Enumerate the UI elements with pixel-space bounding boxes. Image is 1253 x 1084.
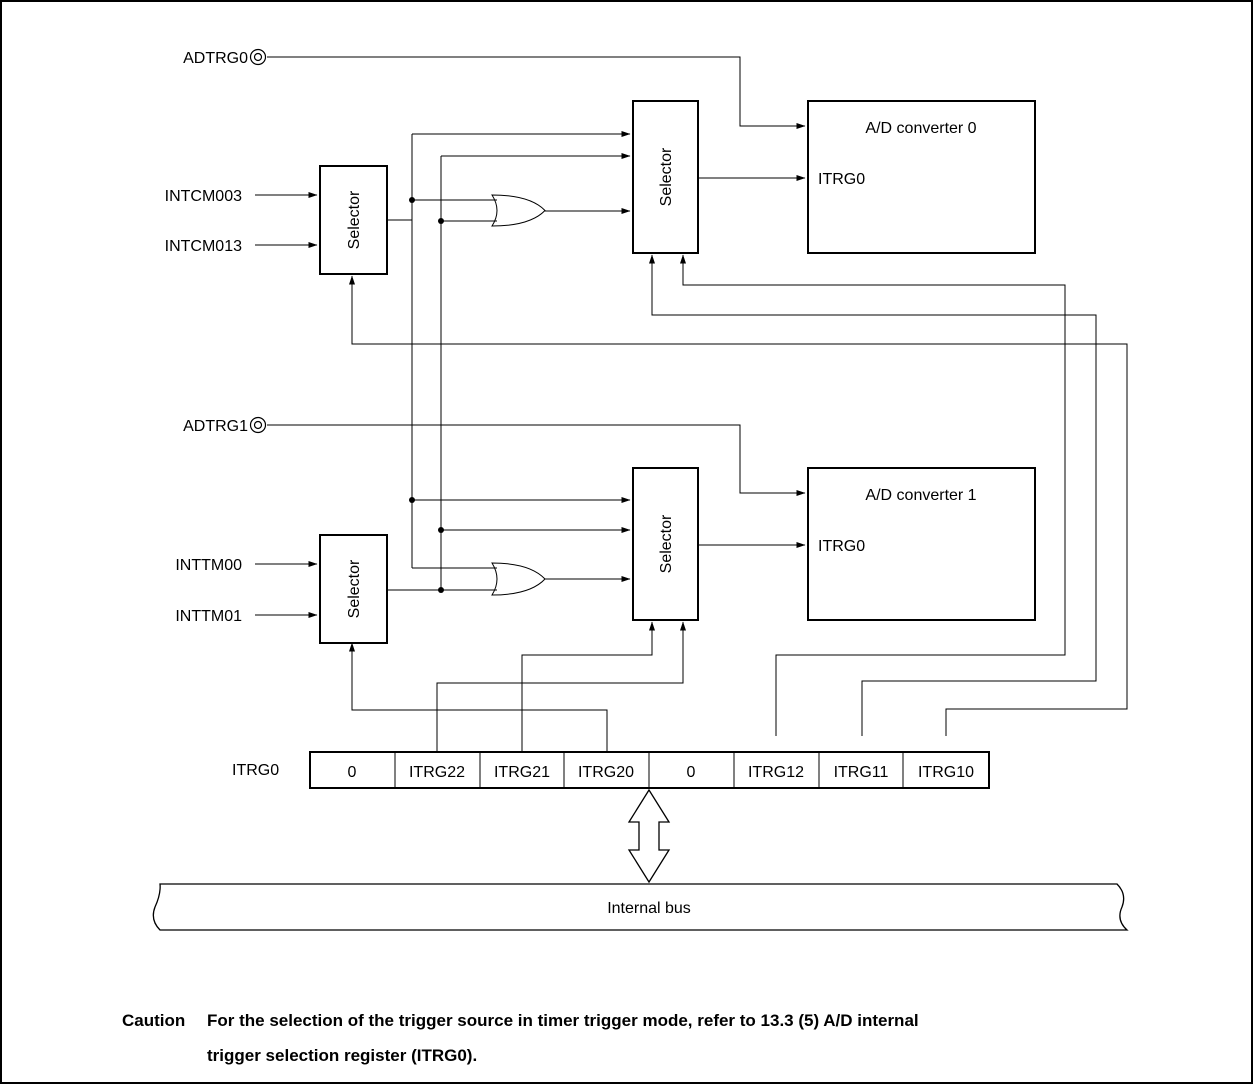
- selector-4-box: [632, 467, 699, 621]
- caution-tag: Caution: [122, 1011, 186, 1030]
- converter-0-title: A/D converter 0: [865, 120, 976, 137]
- adtrg0-pin-icon: [249, 48, 267, 66]
- inttm01-label: INTTM01: [175, 608, 242, 625]
- inttm00-label: INTTM00: [175, 557, 242, 574]
- adtrg1-pin-icon: [249, 416, 267, 434]
- converter-1-title: A/D converter 1: [865, 487, 976, 504]
- internal-bus-label: Internal bus: [607, 900, 691, 917]
- converter-1-port: ITRG0: [818, 538, 865, 555]
- itrg11-wire: [649, 254, 1097, 736]
- converter-1-box: [807, 467, 1036, 621]
- or-gate-top: [491, 194, 546, 227]
- selector-1-label: Selector: [346, 190, 363, 249]
- adtrg0-label: ADTRG0: [183, 50, 248, 67]
- itrg20-wire: [349, 642, 608, 752]
- register-bit-6: ITRG22: [409, 764, 465, 781]
- register-bit-4: ITRG20: [578, 764, 634, 781]
- itrg22-wire: [436, 621, 686, 752]
- selector-4-label: Selector: [658, 514, 675, 573]
- register-bit-5: ITRG21: [494, 764, 550, 781]
- sel1-output-line: [388, 200, 413, 221]
- register-bit-1: ITRG11: [834, 764, 889, 781]
- adtrg0-line: [267, 56, 806, 129]
- bidirectional-arrow-icon: [627, 788, 671, 884]
- caution-line-2: trigger selection register (ITRG0).: [207, 1046, 478, 1065]
- caution-note: Caution For the selection of the trigger …: [122, 1003, 1242, 1073]
- or-gate-bottom: [491, 562, 546, 596]
- register-bit-7: 0: [348, 764, 357, 781]
- itrg12-wire: [680, 254, 1066, 736]
- adtrg1-line: [267, 424, 806, 496]
- junction-dots: [409, 197, 444, 593]
- adtrg1-label: ADTRG1: [183, 418, 248, 435]
- selector-3-box: [319, 534, 388, 644]
- converter-0-port: ITRG0: [818, 171, 865, 188]
- selector-2-label: Selector: [658, 147, 675, 206]
- register-bit-2: ITRG12: [748, 764, 804, 781]
- register-bit-0: ITRG10: [918, 764, 974, 781]
- register-bit-3: 0: [687, 764, 696, 781]
- intcm003-label: INTCM003: [165, 188, 242, 205]
- intcm013-label: INTCM013: [165, 238, 242, 255]
- selector-3-label: Selector: [346, 559, 363, 618]
- selector-1-box: [319, 165, 388, 275]
- register-name: ITRG0: [232, 762, 279, 779]
- selector-2-box: [632, 100, 699, 254]
- caution-line-1: For the selection of the trigger source …: [207, 1011, 919, 1030]
- itrg10-wire: [349, 275, 1128, 736]
- internal-bus: [152, 883, 1129, 931]
- converter-0-box: [807, 100, 1036, 254]
- itrg21-wire: [521, 621, 655, 752]
